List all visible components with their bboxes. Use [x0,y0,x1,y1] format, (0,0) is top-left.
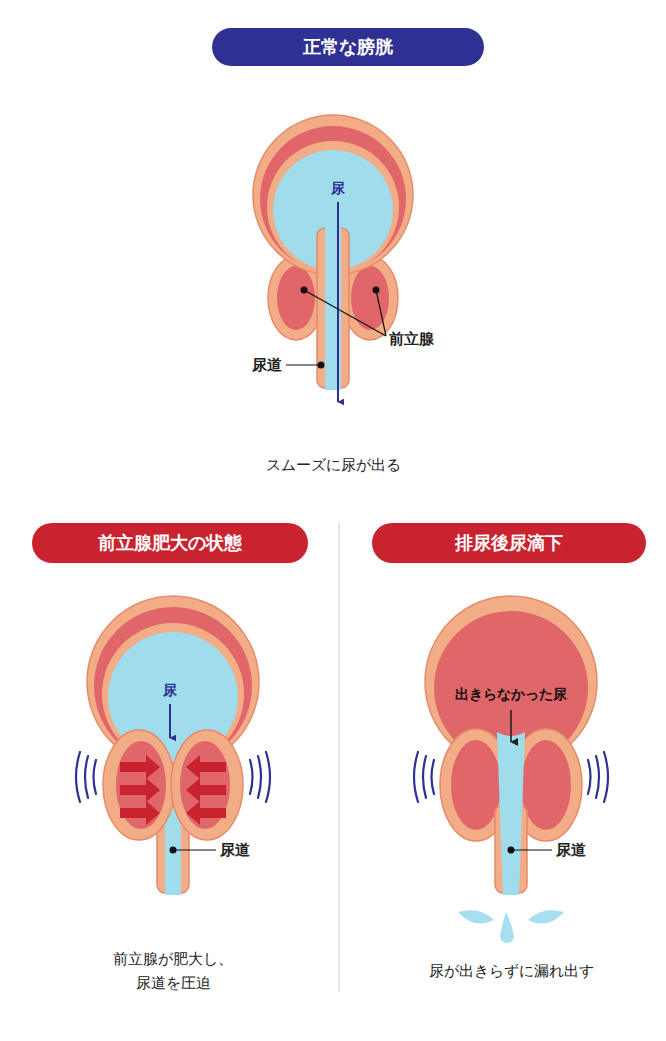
part-label: 尿道 [556,838,586,862]
enlarged-prostate [76,596,270,895]
caption-text: スムーズに尿が出る [266,453,401,477]
heading-text: 正常な膀胱 [303,35,393,59]
urine-label: 尿 [331,177,345,199]
caption-text: 尿が出きらずに漏れ出す [429,959,594,983]
heading-text: 排尿後尿滴下 [455,531,563,555]
heading-pill: 排尿後尿滴下 [372,523,646,563]
normal-bladder [253,115,413,402]
heading-pill: 前立腺肥大の状態 [32,523,308,563]
part-label: 尿道 [220,838,250,862]
caption-text: 前立腺が肥大し、尿道を圧迫 [108,947,238,995]
part-label: 尿道 [252,353,282,377]
residual-urine-label: 出きらなかった尿 [455,683,567,705]
post-void-dribbling [414,596,608,943]
part-label: 前立腺 [389,327,434,351]
heading-text: 前立腺肥大の状態 [98,531,242,555]
heading-pill: 正常な膀胱 [212,28,484,66]
urine-label: 尿 [163,679,177,701]
